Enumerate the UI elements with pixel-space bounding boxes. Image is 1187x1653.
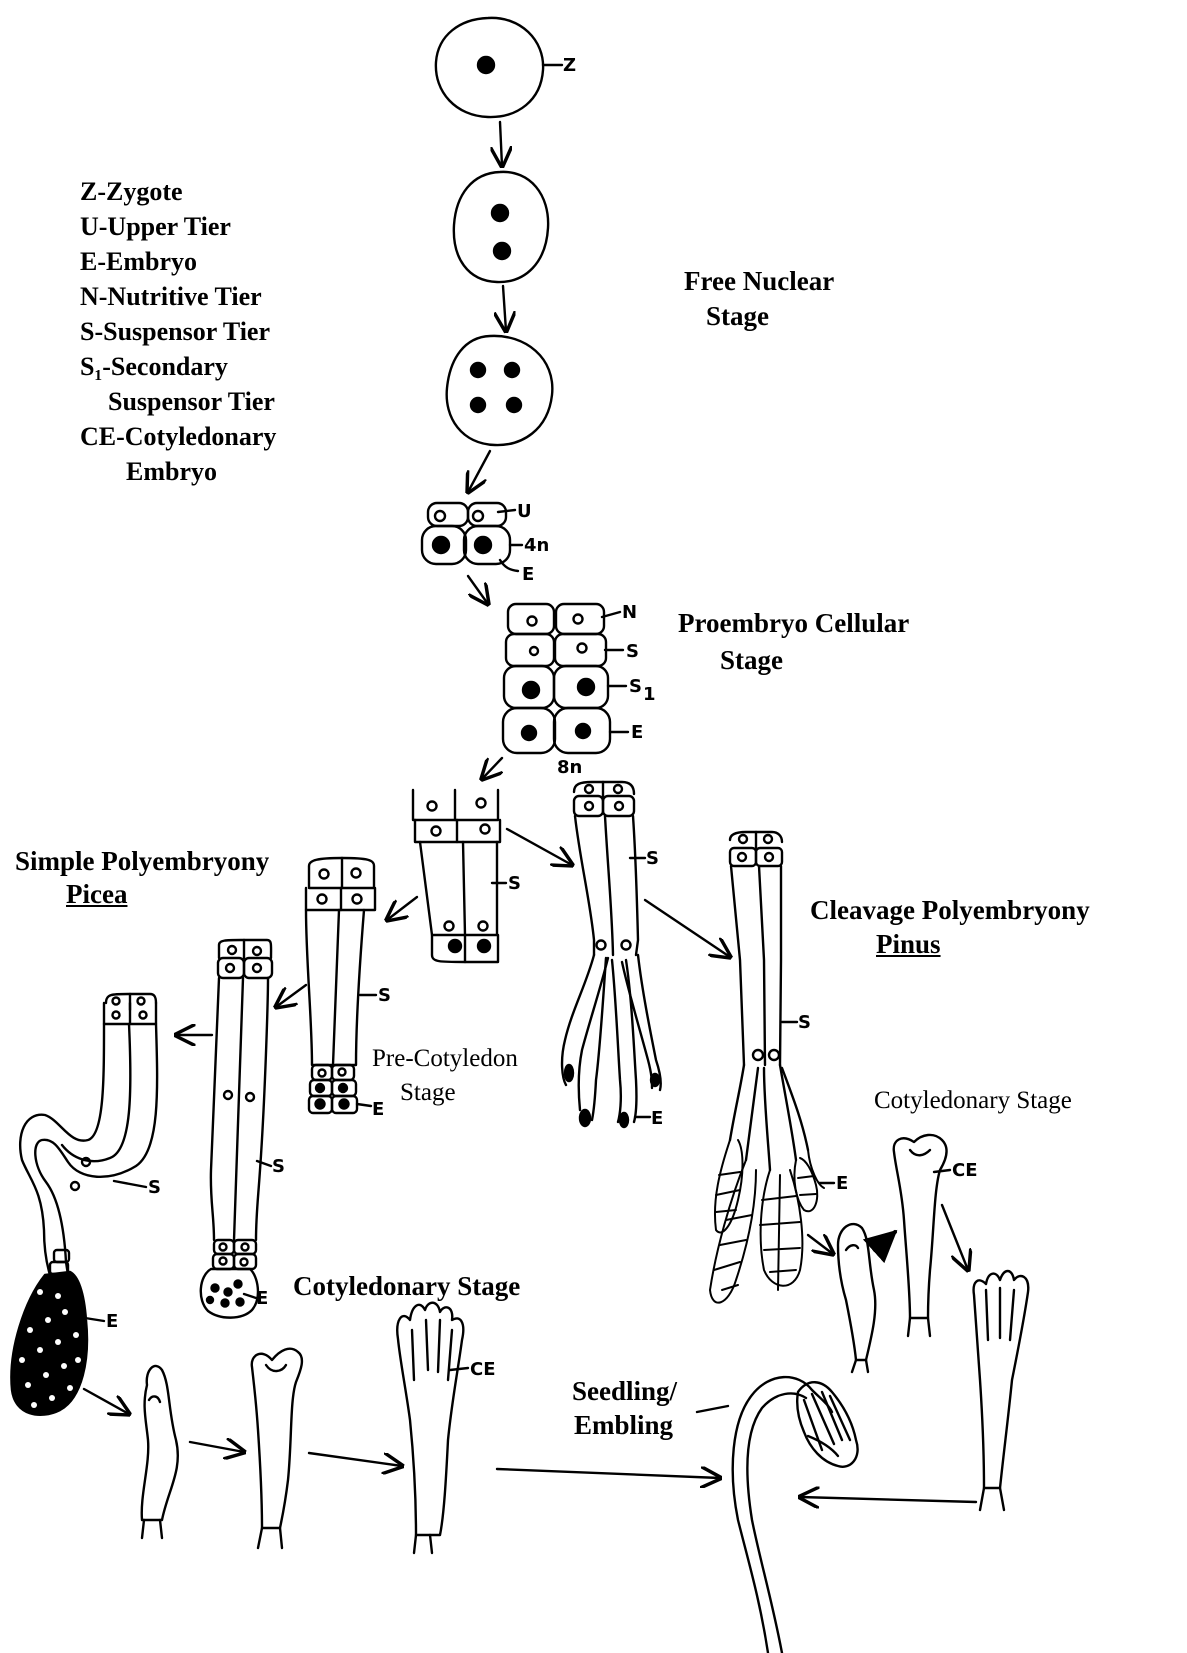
zygote-cell — [436, 18, 543, 117]
label-s1: S — [629, 676, 642, 697]
label-s: S — [626, 641, 639, 662]
label-n: N — [622, 602, 637, 623]
arrow — [84, 1389, 129, 1414]
pinus-cleaved-embryos — [710, 1140, 824, 1303]
arrow — [387, 897, 417, 920]
label-s: S — [798, 1012, 811, 1033]
arrow — [875, 1232, 895, 1250]
arrow — [276, 985, 306, 1007]
label-s: S — [646, 848, 659, 869]
label-ce: CE — [952, 1160, 978, 1181]
pinus-cleavage-suspensor-1 — [562, 782, 661, 1127]
label-4n: 4n — [524, 535, 549, 556]
picea-cotyledonary-embryo-1 — [142, 1366, 178, 1538]
arrow — [808, 1235, 833, 1254]
two-nuclei-cell — [454, 172, 548, 282]
arrow — [468, 576, 488, 604]
label-z: Z — [563, 55, 576, 76]
label-s: S — [148, 1177, 161, 1198]
label-e: E — [256, 1288, 268, 1309]
arrow — [468, 451, 490, 492]
label-u: U — [517, 501, 532, 522]
pinus-cleavage-suspensor-2 — [730, 832, 808, 1170]
seedling-embling — [733, 1377, 858, 1653]
label-e: E — [631, 722, 643, 743]
label-s: S — [378, 985, 391, 1006]
arrow — [503, 286, 506, 331]
label-e: E — [651, 1108, 663, 1129]
label-8n: 8n — [557, 757, 582, 778]
label-e: E — [372, 1099, 384, 1120]
eight-cell-proembryo — [503, 604, 610, 753]
picea-pre-cotyledon — [306, 858, 375, 1113]
picea-cotyledonary-embryo-2 — [252, 1349, 302, 1548]
four-cell-proembryo — [422, 503, 510, 564]
picea-bent-suspensor — [11, 994, 157, 1415]
arrow — [497, 1469, 720, 1478]
arrow — [507, 829, 572, 865]
label-s1-subscript: 1 — [643, 684, 656, 705]
pinus-cotyledonary-embryo-3 — [974, 1271, 1029, 1510]
label-e: E — [522, 564, 534, 585]
arrow — [645, 900, 730, 957]
label-e: E — [836, 1173, 848, 1194]
arrow — [482, 758, 502, 779]
label-ce: CE — [470, 1359, 496, 1380]
early-suspensor-stage — [413, 790, 500, 962]
arrow — [800, 1497, 976, 1502]
picea-cotyledonary-embryo-3 — [397, 1303, 463, 1553]
label-s: S — [508, 873, 521, 894]
arrow — [942, 1205, 968, 1270]
arrow — [500, 122, 502, 166]
pinus-cotyledonary-embryo-1 — [838, 1224, 875, 1372]
arrow — [190, 1442, 244, 1452]
label-s: S — [272, 1156, 285, 1177]
label-e: E — [106, 1311, 118, 1332]
pinus-cotyledonary-embryo-2 — [894, 1135, 947, 1336]
arrow — [309, 1453, 402, 1466]
four-nuclei-cell — [447, 336, 553, 445]
picea-long-suspensor — [201, 940, 272, 1318]
